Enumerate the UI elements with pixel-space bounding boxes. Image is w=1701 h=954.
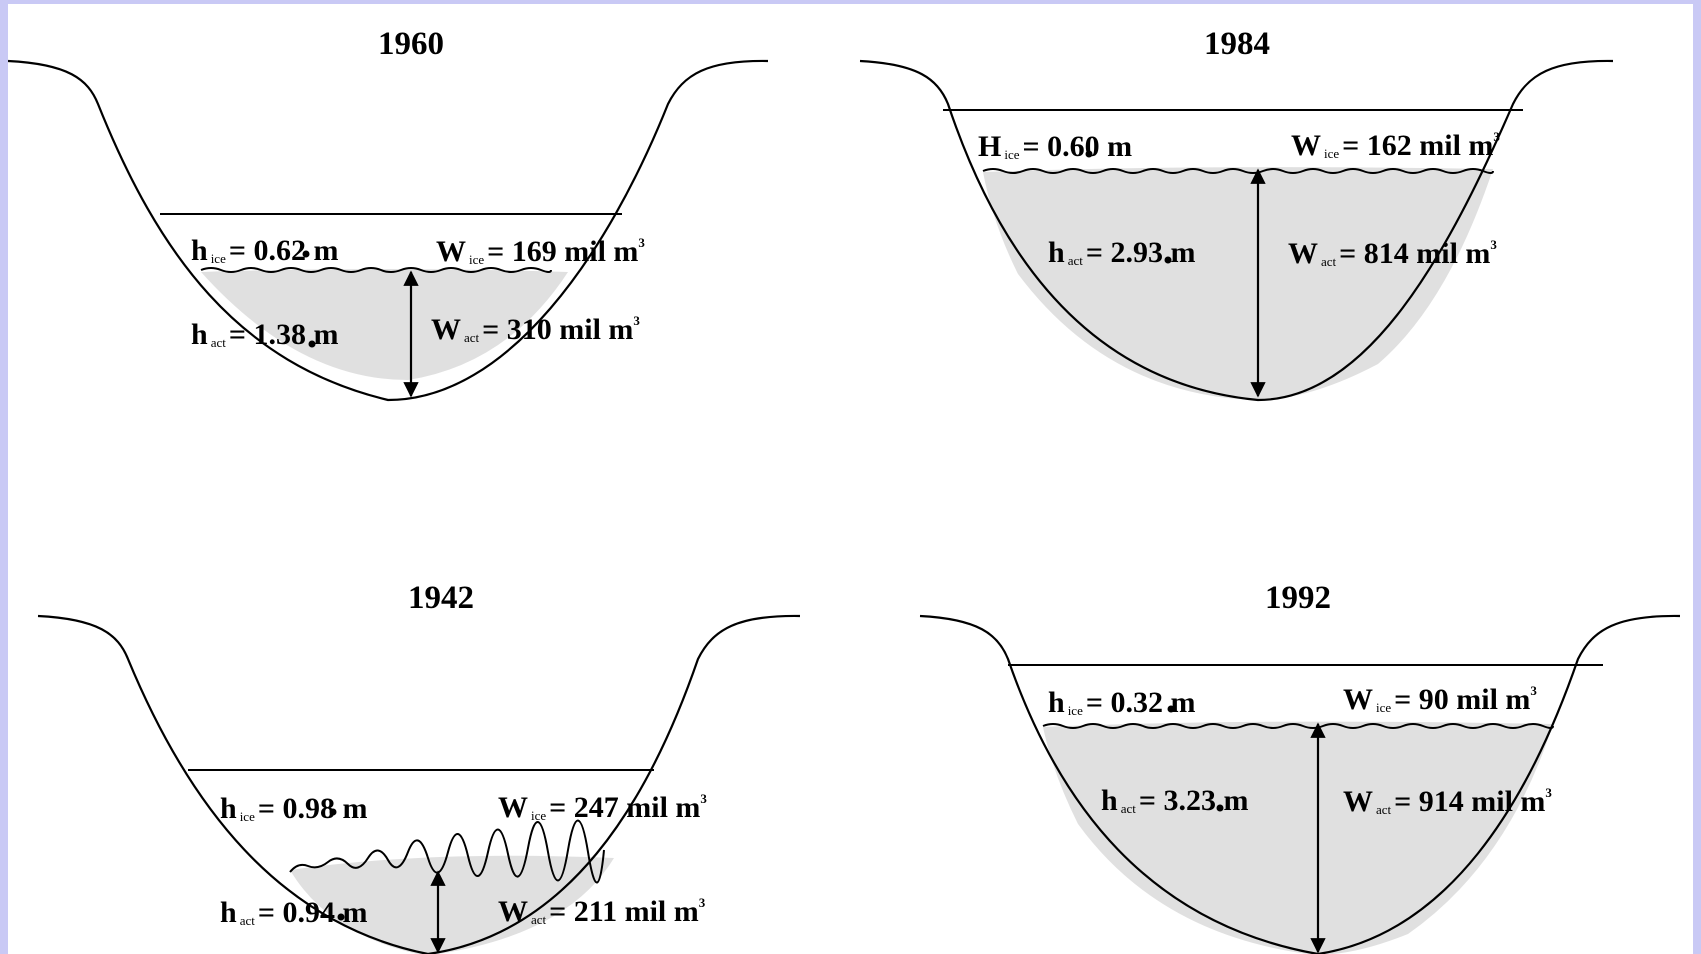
valley-profile [8, 59, 769, 402]
valley-profile [859, 59, 1614, 402]
valley-cross-sections [8, 59, 1681, 954]
water-fill [983, 167, 1493, 401]
panel-title-1942: 1942 [408, 580, 474, 616]
panel-1992 [919, 614, 1681, 954]
panel-1984 [859, 59, 1614, 402]
panel-title-1984: 1984 [1204, 26, 1270, 62]
water-fill [201, 269, 568, 380]
ice-surface [982, 168, 1494, 174]
ice-surface [1042, 723, 1554, 729]
ice-surface [289, 819, 605, 884]
water-fill [290, 855, 614, 954]
panel-title-1992: 1992 [1265, 580, 1331, 616]
panel-1960 [8, 59, 769, 402]
ice-surface [200, 267, 552, 273]
water-fill [1043, 721, 1553, 954]
panel-title-1960: 1960 [378, 26, 444, 62]
valley-profile [919, 614, 1681, 954]
